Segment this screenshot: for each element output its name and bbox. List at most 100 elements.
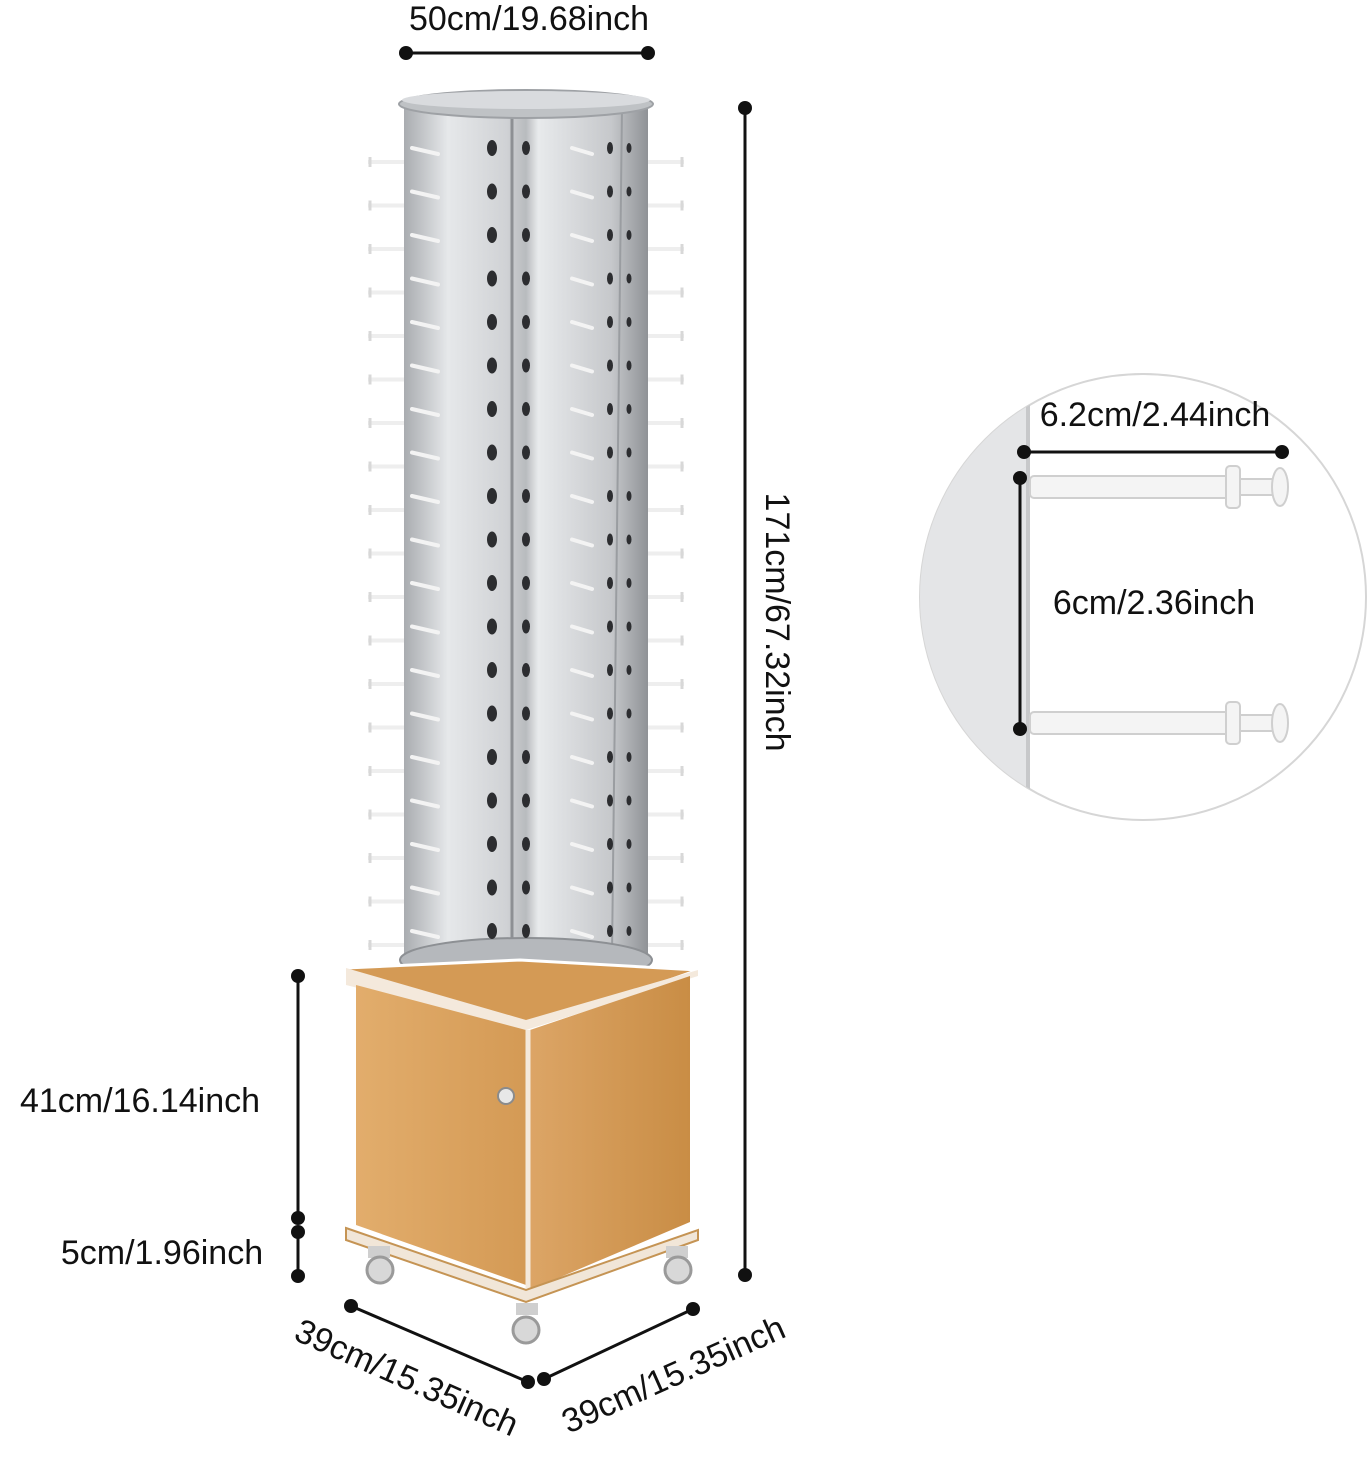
cylinder-body: [404, 105, 648, 955]
peg-hook: [410, 276, 440, 287]
slot-hole: [522, 880, 530, 895]
peg-hook: [410, 537, 440, 548]
slot-hole: [522, 228, 530, 242]
slot-hole: [522, 750, 530, 764]
slot-hole: [487, 923, 497, 939]
slot-hole: [626, 143, 632, 153]
slot-hole: [522, 706, 530, 721]
slot-hole: [487, 836, 497, 852]
slot-hole: [626, 534, 632, 545]
peg-hook: [410, 798, 440, 809]
peg-hook: [410, 407, 440, 417]
slot-hole: [487, 575, 497, 591]
caster-wheels: [365, 1246, 693, 1345]
peg-hook: [570, 581, 594, 591]
slot-hole: [607, 533, 613, 546]
dimension-lines: [291, 46, 752, 1389]
peg-hook: [410, 146, 440, 156]
peg-hook: [570, 537, 594, 548]
slot-hole: [522, 445, 530, 460]
slot-hole: [607, 403, 613, 415]
slot-hole: [626, 317, 632, 327]
peg-slot-holes: [487, 140, 632, 939]
peg-hook: [410, 929, 440, 939]
peg-length-label: 6.2cm/2.44inch: [1040, 396, 1271, 434]
slot-hole: [522, 619, 530, 634]
peg-detail-magnifier: 6.2cm/2.44inch 6cm/2.36inch: [919, 373, 1367, 821]
slot-hole: [607, 316, 613, 328]
slot-hole: [626, 230, 632, 240]
slot-hole: [626, 186, 632, 197]
slot-hole: [626, 621, 632, 632]
detail-wall: [920, 374, 1030, 820]
peg-hook: [570, 189, 594, 200]
peg-spacing-label: 6cm/2.36inch: [1053, 584, 1255, 622]
peg-hook: [570, 885, 594, 896]
peg-hook: [570, 320, 594, 330]
slot-hole: [626, 447, 632, 458]
slot-hole: [522, 358, 530, 373]
slot-hole: [487, 401, 497, 417]
caster-wheel-icon: [663, 1246, 693, 1285]
slot-hole: [607, 664, 613, 676]
peg-hook: [410, 711, 440, 722]
peg-hook: [410, 320, 440, 330]
slot-hole: [487, 270, 497, 287]
peg-hook: [410, 233, 440, 243]
slot-hole: [487, 531, 497, 548]
slot-hole: [607, 490, 613, 502]
peg-hook: [570, 798, 594, 809]
slot-hole: [607, 359, 613, 372]
slot-hole: [487, 314, 497, 330]
slot-hole: [522, 315, 530, 329]
peg-hook: [410, 668, 440, 678]
slot-hole: [626, 404, 632, 414]
slot-hole: [522, 793, 530, 808]
slot-hole: [522, 402, 530, 416]
slot-hole: [487, 879, 497, 896]
slot-hole: [626, 360, 632, 371]
slot-hole: [522, 271, 530, 286]
slot-hole: [607, 838, 613, 850]
right-peg-row: [646, 157, 684, 950]
slot-hole: [487, 662, 497, 678]
slot-hole: [626, 882, 632, 893]
peg-hook: [570, 233, 594, 243]
slot-hole: [522, 837, 530, 851]
slot-hole: [607, 185, 613, 198]
peg-hook: [410, 581, 440, 591]
depth-left-label: 39cm/15.35inch: [289, 1312, 524, 1444]
slot-hole: [626, 578, 632, 588]
top-width-label: 50cm/19.68inch: [409, 0, 649, 38]
detail-peg-lower: [1029, 701, 1289, 745]
slot-hole: [522, 489, 530, 503]
door-lock-icon: [497, 1087, 515, 1105]
peg-hook: [570, 711, 594, 722]
peg-hook: [570, 146, 594, 156]
slot-hole: [487, 357, 497, 374]
slot-hole: [607, 751, 613, 763]
total-height-label: 171cm/67.32inch: [758, 493, 796, 752]
slot-hole: [607, 620, 613, 633]
slot-hole: [522, 924, 530, 938]
slot-hole: [522, 184, 530, 199]
slot-hole: [607, 272, 613, 285]
peg-hook: [570, 755, 594, 765]
slot-hole: [487, 792, 497, 809]
slot-hole: [607, 142, 613, 154]
slot-hole: [626, 752, 632, 762]
peg-hook: [410, 494, 440, 504]
front-peg-rows: [410, 146, 594, 939]
slot-hole: [487, 444, 497, 461]
peg-hook: [570, 624, 594, 635]
peg-hook: [410, 189, 440, 200]
slot-hole: [522, 532, 530, 547]
cabinet-front-door: [530, 976, 690, 1290]
panel-seam: [611, 107, 623, 956]
slot-hole: [607, 707, 613, 720]
slot-hole: [607, 881, 613, 894]
slot-hole: [626, 708, 632, 719]
slot-hole: [626, 273, 632, 284]
slot-hole: [487, 618, 497, 635]
